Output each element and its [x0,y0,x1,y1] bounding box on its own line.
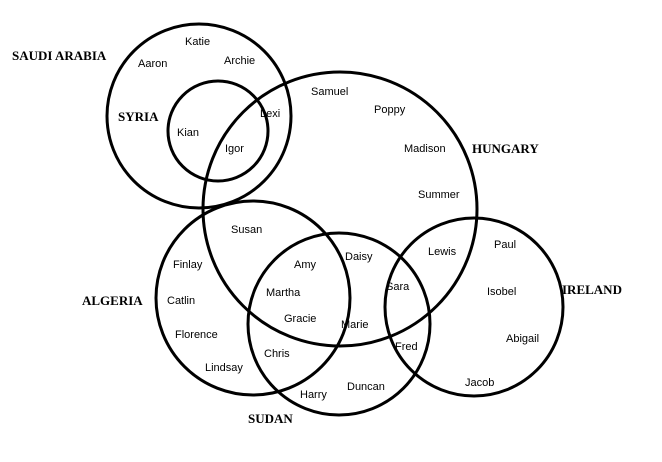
set-circles [105,22,565,417]
member-marie: Marie [341,319,369,331]
member-catlin: Catlin [167,295,195,307]
label-hungary: HUNGARY [472,141,539,156]
label-saudi-arabia: SAUDI ARABIA [12,48,107,63]
member-poppy: Poppy [374,104,406,116]
member-summer: Summer [418,189,460,201]
member-duncan: Duncan [347,381,385,393]
circle-algeria [154,199,352,397]
member-abigail: Abigail [506,333,539,345]
label-algeria: ALGERIA [82,293,143,308]
circle-sudan [246,231,432,417]
member-harry: Harry [300,389,327,401]
member-katie: Katie [185,36,210,48]
member-sara: Sara [386,281,410,293]
member-paul: Paul [494,239,516,251]
label-sudan: SUDAN [248,411,293,426]
member-amy: Amy [294,259,317,271]
member-samuel: Samuel [311,86,348,98]
set-labels: SAUDI ARABIA SYRIA HUNGARY ALGERIA SUDAN… [12,48,622,426]
member-igor: Igor [225,143,244,155]
member-daisy: Daisy [345,251,373,263]
member-finlay: Finlay [173,259,203,271]
member-madison: Madison [404,143,446,155]
member-chris: Chris [264,348,290,360]
member-lewis: Lewis [428,246,457,258]
circle-syria [166,79,270,183]
member-martha: Martha [266,287,301,299]
member-lexi: Lexi [260,108,280,120]
member-names: Katie Aaron Archie Kian Lexi Igor Samuel… [138,36,539,401]
circle-ireland [383,216,565,398]
member-susan: Susan [231,224,262,236]
member-kian: Kian [177,127,199,139]
member-archie: Archie [224,55,255,67]
label-ireland: IRELAND [562,282,622,297]
circle-saudi-arabia [105,22,293,210]
member-fred: Fred [395,341,418,353]
label-syria: SYRIA [118,109,159,124]
member-jacob: Jacob [465,377,494,389]
circle-hungary [201,70,479,348]
member-isobel: Isobel [487,286,516,298]
member-aaron: Aaron [138,58,167,70]
member-lindsay: Lindsay [205,362,243,374]
member-florence: Florence [175,329,218,341]
member-gracie: Gracie [284,313,316,325]
